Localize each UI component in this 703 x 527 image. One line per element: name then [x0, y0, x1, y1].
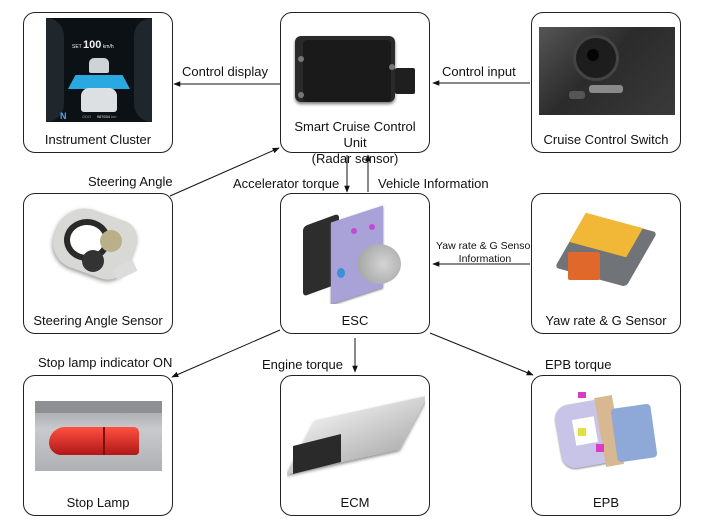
- node-instrument-cluster[interactable]: SET 100 km/h N ODO 987654 km Instrument …: [23, 12, 173, 153]
- stop-lamp-image: [35, 401, 162, 471]
- arrow-epb-torque: [429, 332, 534, 376]
- stop-lamp-label: Stop Lamp: [66, 495, 130, 510]
- cruise-switch-image: [539, 27, 675, 115]
- node-ecm[interactable]: ECM: [280, 375, 430, 516]
- label-vehicle-information: Vehicle Information: [378, 176, 489, 191]
- gear-indicator: N: [60, 111, 67, 121]
- ecm-image: [287, 390, 425, 480]
- label-yaw-info: Yaw rate & G Sensor Information: [436, 240, 534, 266]
- set-label: SET: [72, 44, 82, 50]
- own-car-icon: [81, 88, 117, 112]
- odo-value: 987654: [96, 114, 111, 119]
- set-unit: km/h: [102, 44, 114, 50]
- instrument-cluster-label: Instrument Cluster: [44, 132, 152, 147]
- arrow-steering-angle: [169, 147, 280, 197]
- instrument-cluster-image: SET 100 km/h N ODO 987654 km: [46, 18, 152, 122]
- node-epb[interactable]: EPB: [531, 375, 681, 516]
- label-epb-torque: EPB torque: [545, 357, 612, 372]
- odo-label: ODO: [82, 114, 92, 119]
- node-scc-unit[interactable]: Smart Cruise Control Unit (Radar sensor): [280, 12, 430, 166]
- node-steering-sensor[interactable]: Steering Angle Sensor: [23, 193, 173, 334]
- set-speed: 100: [83, 39, 102, 51]
- yaw-sensor-label: Yaw rate & G Sensor: [545, 313, 667, 328]
- epb-image: [552, 388, 662, 488]
- steering-sensor-label: Steering Angle Sensor: [33, 313, 163, 328]
- label-control-display: Control display: [182, 64, 268, 79]
- scc-unit-label: Smart Cruise Control Unit (Radar sensor): [281, 119, 429, 167]
- lane-gap-icon: [68, 75, 130, 89]
- label-yaw-info-line2: Information: [458, 253, 512, 265]
- label-engine-torque: Engine torque: [262, 357, 343, 372]
- esc-label: ESC: [341, 313, 369, 328]
- cruise-switch-label: Cruise Control Switch: [543, 132, 669, 147]
- node-yaw-sensor[interactable]: Yaw rate & G Sensor: [531, 193, 681, 334]
- label-yaw-info-line1: Yaw rate & G Sensor: [436, 240, 534, 252]
- radar-unit-image: [293, 28, 419, 118]
- node-stop-lamp[interactable]: Stop Lamp: [23, 375, 173, 516]
- node-cruise-switch[interactable]: Cruise Control Switch: [531, 12, 681, 153]
- scc-unit-label-line1: Smart Cruise Control Unit: [294, 119, 416, 150]
- epb-label: EPB: [592, 495, 619, 510]
- ecm-label: ECM: [340, 495, 370, 510]
- label-steering-angle: Steering Angle: [88, 174, 173, 189]
- arrow-stop-lamp: [171, 329, 281, 378]
- label-control-input: Control input: [442, 64, 516, 79]
- yaw-sensor-image: [552, 204, 662, 304]
- label-stop-lamp-on: Stop lamp indicator ON: [38, 355, 173, 370]
- steering-sensor-image: [44, 204, 154, 299]
- esc-image: [301, 204, 411, 304]
- label-accelerator-torque: Accelerator torque: [233, 176, 340, 191]
- node-esc[interactable]: ESC: [280, 193, 430, 334]
- scc-unit-label-line2: (Radar sensor): [311, 151, 399, 166]
- odo-unit: km: [111, 114, 117, 119]
- lead-car-icon: [89, 58, 109, 73]
